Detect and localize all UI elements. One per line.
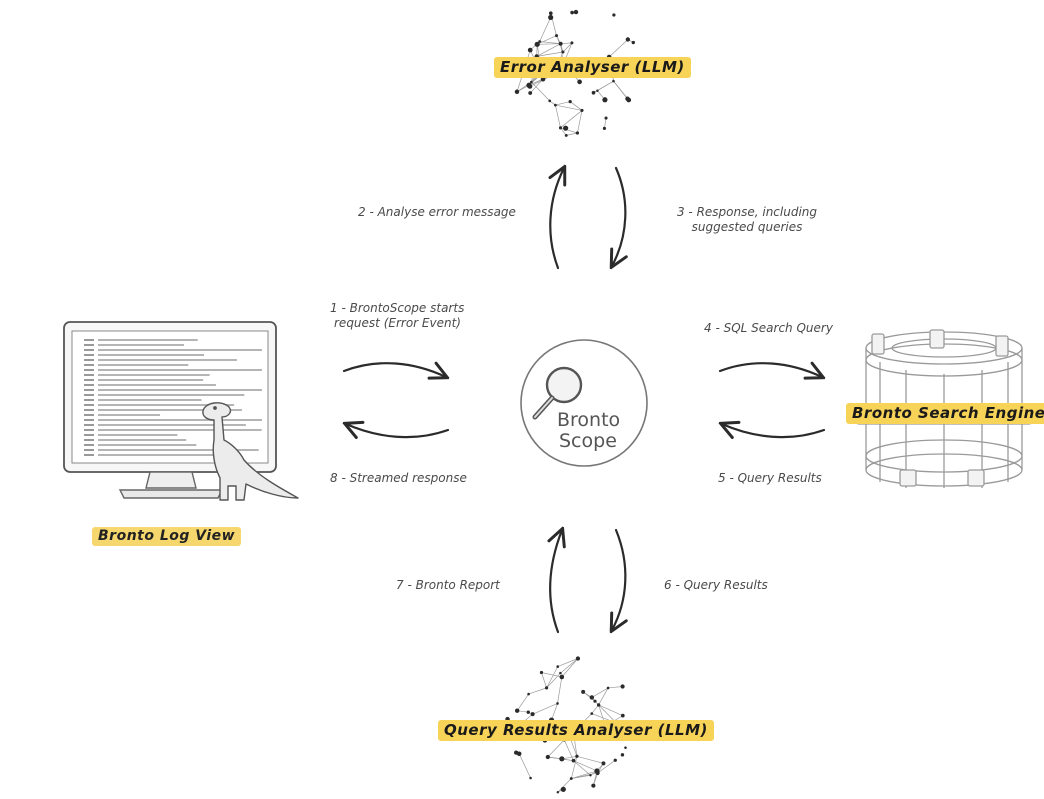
arrow-3-down: [612, 166, 625, 266]
brontoscope-logo-line1: Bronto: [557, 409, 621, 431]
arrow-4-right: [718, 363, 822, 377]
step-7-label: 7 - Bronto Report: [396, 578, 500, 592]
step-6-label: 6 - Query Results: [664, 578, 768, 592]
step-3-line1: 3 - Response, including: [676, 205, 818, 219]
step-3-line2: suggested queries: [691, 220, 803, 234]
brontoscope-logo-line2: Scope: [559, 430, 617, 452]
step-5-label: 5 - Query Results: [718, 471, 822, 485]
bronto-search-engine-label: Bronto Search Engine: [846, 403, 1044, 424]
step-8-label: 8 - Streamed response: [330, 471, 467, 485]
brontoscope-logo: [520, 339, 648, 467]
step-1-line1: 1 - BrontoScope starts: [330, 301, 465, 315]
dinosaur-illustration: [202, 402, 299, 501]
arrow-8-left: [346, 424, 450, 437]
arrow-5-left: [722, 424, 826, 437]
magnifier-icon: [545, 366, 583, 404]
query-results-analyser-label: Query Results Analyser (LLM): [438, 720, 714, 741]
step-3-label: 3 - Response, including suggested querie…: [672, 205, 822, 235]
arrow-1-right: [342, 363, 446, 377]
step-4-label: 4 - SQL Search Query: [704, 321, 833, 335]
brontoscope-logo-text: Bronto Scope: [557, 410, 620, 452]
arrow-7-up: [550, 530, 562, 634]
step-2-label: 2 - Analyse error message: [358, 205, 516, 219]
arrow-2-up: [550, 168, 564, 270]
error-analyser-label: Error Analyser (LLM): [494, 57, 691, 78]
step-1-line2: request (Error Event): [334, 316, 461, 330]
arrow-6-down: [612, 528, 625, 630]
bronto-log-view-label: Bronto Log View: [92, 527, 242, 546]
step-1-label: 1 - BrontoScope starts request (Error Ev…: [330, 301, 464, 331]
